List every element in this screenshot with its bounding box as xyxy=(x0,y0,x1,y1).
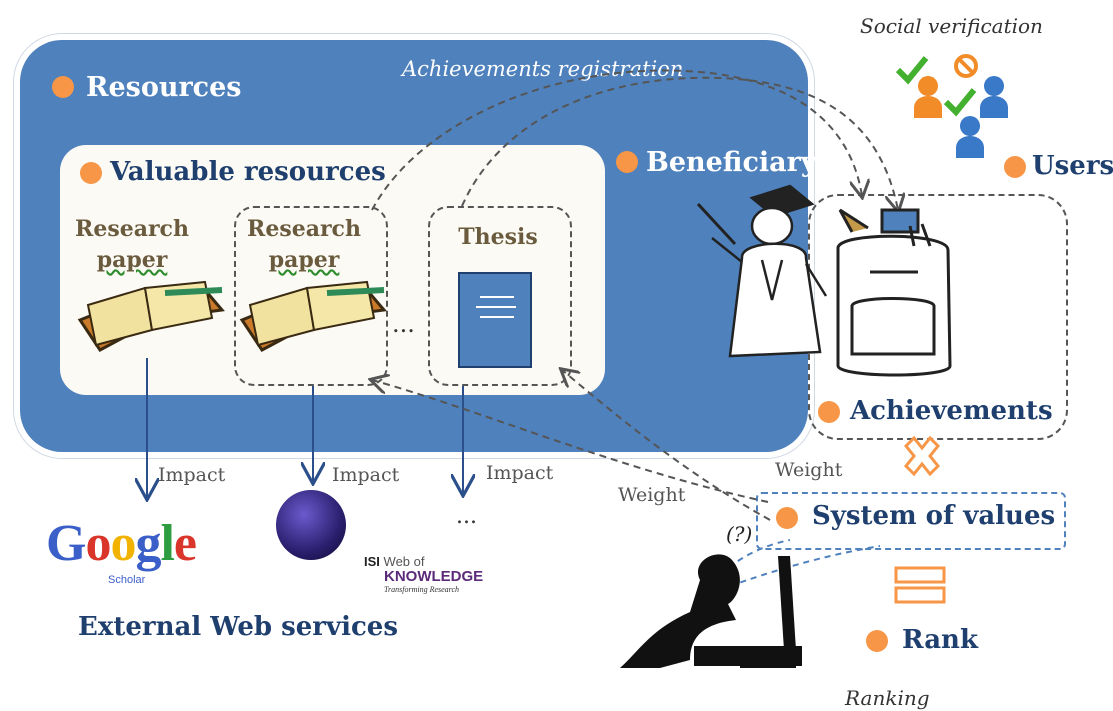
beneficiary-figure-icon xyxy=(696,184,828,358)
resource-item-1-line1: Research xyxy=(75,216,189,242)
valuable-resources-title: Valuable resources xyxy=(110,157,386,187)
impact-label-3: Impact xyxy=(486,462,554,484)
question-link-1 xyxy=(719,539,791,575)
system-of-values-label: System of values xyxy=(812,501,1056,531)
multiply-icon xyxy=(903,435,941,477)
impact-label-1: Impact xyxy=(158,464,226,486)
valuable-resources-bullet xyxy=(80,162,102,184)
beneficiary-label: Beneficiary xyxy=(646,147,817,178)
weight-label-1: Weight xyxy=(775,459,843,481)
isi-web-of-knowledge-logo: ISI Web of KNOWLEDGE Transforming Resear… xyxy=(272,488,492,600)
question-label: (?) xyxy=(726,522,753,546)
users-bullet xyxy=(1004,156,1026,178)
google-scholar-logo: Google Scholar xyxy=(46,515,197,586)
resource-item-2-line1: Research xyxy=(247,216,361,242)
weight-label-2: Weight xyxy=(618,484,686,506)
system-of-values-bullet xyxy=(776,507,798,529)
equals-icon xyxy=(894,566,946,604)
resource-item-1-label: Research paper xyxy=(74,214,190,276)
resource-item-1-line2: paper xyxy=(96,247,168,273)
services-ellipsis: ... xyxy=(456,504,477,529)
book-icon-2 xyxy=(239,280,387,352)
backpack-icon xyxy=(836,208,952,377)
users-icon xyxy=(895,54,1008,158)
ranking-label: Ranking xyxy=(845,686,930,710)
person-at-computer-icon xyxy=(620,554,802,668)
isi-line1: ISI xyxy=(364,554,380,569)
external-web-services-label: External Web services xyxy=(78,612,398,642)
system-of-values-box xyxy=(756,492,1066,550)
rank-bullet xyxy=(866,630,888,652)
resources-bullet xyxy=(52,76,74,98)
beneficiary-bullet xyxy=(616,151,638,173)
rank-label: Rank xyxy=(902,625,978,655)
question-link-2 xyxy=(729,545,881,587)
isi-line1b: Web of xyxy=(383,554,425,569)
weight-arrow-2 xyxy=(562,370,771,521)
resources-ellipsis: ... xyxy=(392,310,415,338)
achievements-label: Achievements xyxy=(850,396,1053,426)
social-verification-label: Social verification xyxy=(860,14,1043,38)
google-scholar-sub: Scholar xyxy=(108,574,146,586)
achievements-bullet xyxy=(818,401,840,423)
resource-item-2-box xyxy=(234,206,388,386)
resource-item-3-label: Thesis xyxy=(458,224,538,250)
isi-line3: Transforming Research xyxy=(384,585,460,594)
achievements-registration-label: Achievements registration xyxy=(402,57,684,81)
registration-arrow-2 xyxy=(461,76,898,210)
users-label: Users xyxy=(1032,151,1113,181)
impact-label-2: Impact xyxy=(332,464,400,486)
thesis-document-icon xyxy=(458,272,532,368)
resources-title: Resources xyxy=(86,72,242,103)
book-icon-1 xyxy=(77,280,225,352)
registration-arrow-1 xyxy=(371,69,862,211)
resource-item-2-line2: paper xyxy=(268,247,340,273)
resource-item-3-box xyxy=(428,206,572,386)
weight-arrow-1 xyxy=(372,380,769,503)
isi-line2: KNOWLEDGE xyxy=(384,568,484,585)
resource-item-2-label: Research paper xyxy=(246,214,362,276)
